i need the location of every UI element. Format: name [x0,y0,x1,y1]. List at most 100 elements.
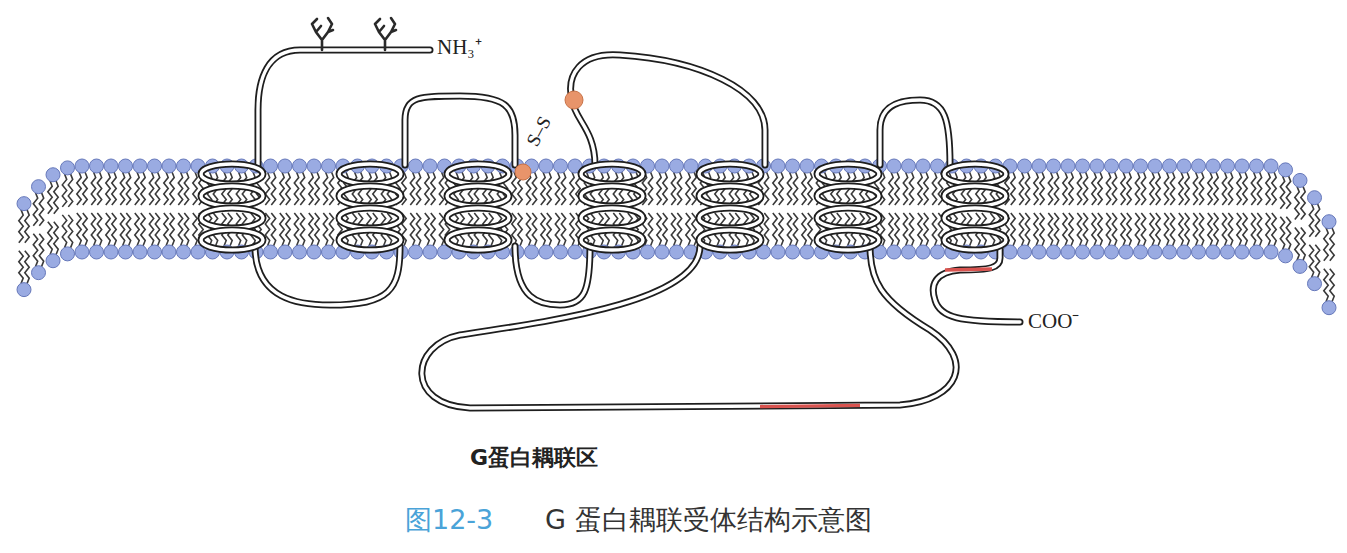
helix-turn [447,164,509,184]
lipid-tail [1054,213,1058,246]
lipid-tail [1251,213,1255,246]
chain-core [571,55,765,165]
lipid-head [1076,159,1090,173]
lipid-tail [149,213,153,246]
lipid-head [902,245,916,259]
lipid-tail [1040,213,1044,246]
lipid-tail [410,172,414,205]
lipid-tail [1092,213,1096,246]
lipid-tail [1208,172,1212,205]
helix-turn [581,164,643,184]
lipid-tail [33,234,37,267]
lipid-tail [271,213,275,246]
lipid-tail [677,172,681,205]
lipid-tail [1228,213,1232,246]
lipid-head [1293,173,1307,187]
lipid-tail [1257,172,1261,205]
lipid-tail [677,213,681,246]
lipid-tail [657,213,661,246]
lipid-head [670,159,684,173]
chain-core [515,246,590,305]
lipid-tail [1025,172,1029,205]
helix-turn [201,230,263,250]
helix-turn [201,186,263,206]
lipid-tail [1324,269,1328,302]
lipid-tail [903,172,907,205]
lipid-tail [787,172,791,205]
lipid-tail [323,172,327,205]
lipid-tail [1141,172,1145,205]
lipid-tail [1214,172,1218,205]
lipid-tail [932,213,936,246]
lipid-tail [54,181,58,214]
lipid-tail [1237,172,1241,205]
lipid-tail [416,213,420,246]
lipid-tail [271,172,275,205]
helix-turn [447,230,509,250]
lipid-tail [286,213,290,246]
helix-turn [699,186,761,206]
lipid-head [423,159,437,173]
lipid-tail [1286,176,1290,209]
helix-turn [944,186,1006,206]
chain-core [933,246,1020,322]
lipid-tail [126,213,130,246]
lipid-head [1047,245,1061,259]
lipid-tail [526,213,530,246]
helix-turn [944,208,1006,228]
lipid-tail [764,213,768,246]
helix-turn [817,208,879,228]
transmembrane-helix [339,164,401,250]
lipid-tail [48,222,52,255]
helix-turn [339,164,401,184]
lipid-tail [1034,213,1038,246]
lipid-tail [1330,228,1334,261]
lipid-head [293,245,307,259]
helix-turn [201,230,263,250]
lipid-tail [135,213,139,246]
lipid-head [1119,245,1133,259]
helix-turn [817,230,879,250]
lipid-head [1192,159,1206,173]
lipid-tail [541,213,545,246]
lipid-tail [793,213,797,246]
lipid-tail [1112,213,1116,246]
lipid-tail [555,172,559,205]
glycan-symbol [375,18,396,50]
lipid-tail [532,172,536,205]
lipid-tail [1295,227,1299,260]
lipid-tail [135,172,139,205]
lipid-tail [532,213,536,246]
lipid-head [133,245,147,259]
lipid-tail [1185,172,1189,205]
lipid-tail [1141,213,1145,246]
lipid-tail [1106,213,1110,246]
lipid-tail [33,193,37,226]
lipid-tail [779,213,783,246]
lipid-tail [155,172,159,205]
lipid-head [1148,159,1162,173]
lipid-tail [425,213,429,246]
lipid-tail [764,172,768,205]
helix-turn [944,186,1006,206]
lipid-head [1192,245,1206,259]
lipid-head [148,159,162,173]
lipid-tail [91,213,95,246]
lipid-head [1134,245,1148,259]
lipid-tail [83,172,87,205]
lipid-tail [1179,172,1183,205]
lipid-tail [323,213,327,246]
lipid-tail [793,172,797,205]
lipid-head [32,180,46,194]
lipid-head [1163,159,1177,173]
lipid-tail [924,172,928,205]
lipid-tail [184,172,188,205]
lipid-head [800,159,814,173]
lipid-tail [1266,213,1270,246]
lipid-tail [779,172,783,205]
lipid-bilayer [17,159,1336,315]
lipid-tail [671,213,675,246]
lipid-tail [431,213,435,246]
chain-core [255,246,400,305]
